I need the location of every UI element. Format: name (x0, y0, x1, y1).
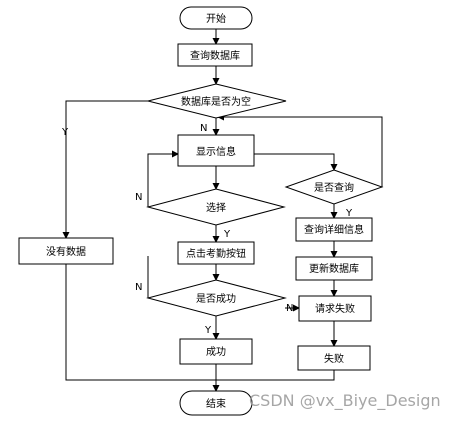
node-query-detail-label: 查询详细信息 (304, 223, 364, 236)
node-fail: 失败 (297, 345, 371, 371)
node-query-detail: 查询详细信息 (295, 217, 373, 242)
label-is-query-yes: Y (345, 208, 353, 219)
node-no-data-label: 没有数据 (46, 245, 86, 258)
edge-isquery-back (217, 113, 383, 187)
label-select-yes: Y (223, 229, 231, 240)
edge-show-isquery (254, 153, 338, 171)
label-db-empty-no: N (200, 123, 207, 134)
label-is-success-no-right: N (286, 303, 293, 314)
node-update-db-label: 更新数据库 (309, 262, 359, 275)
watermark: CSDN @vx_Biye_Design (249, 391, 441, 410)
edge-fail-end (216, 370, 335, 381)
node-db-empty: 数据库是否为空 (147, 83, 287, 119)
edge-labels: N Y Y Y N N N Y (61, 123, 353, 336)
node-request-fail: 请求失败 (298, 295, 372, 322)
node-is-query: 是否查询 (284, 169, 384, 205)
node-select: 选择 (146, 188, 286, 226)
node-success: 成功 (179, 338, 253, 365)
node-success-label: 成功 (206, 346, 226, 358)
node-end: 结束 (179, 390, 253, 416)
node-is-success: 是否成功 (146, 279, 287, 317)
label-is-success-yes: Y (204, 325, 212, 336)
node-update-db: 更新数据库 (295, 256, 373, 281)
label-db-empty-yes: Y (61, 127, 69, 138)
node-request-fail-label: 请求失败 (315, 302, 355, 315)
node-show-info: 显示信息 (177, 134, 255, 167)
node-click-button: 点击考勤按钮 (177, 241, 255, 265)
edge-select-no-back (147, 150, 179, 207)
edge-nodata-end (65, 264, 216, 381)
node-select-label: 选择 (206, 201, 226, 214)
node-fail-label: 失败 (324, 352, 344, 365)
connectors (62, 29, 383, 392)
node-is-success-label: 是否成功 (196, 293, 236, 305)
node-no-data: 没有数据 (18, 237, 114, 265)
node-click-button-label: 点击考勤按钮 (186, 247, 246, 260)
node-start: 开始 (179, 6, 253, 30)
node-end-label: 结束 (206, 397, 226, 410)
node-query-db-label: 查询数据库 (190, 49, 240, 62)
label-is-success-no-left: N (135, 282, 142, 293)
edge-dbempty-nodata (62, 100, 148, 239)
node-query-db: 查询数据库 (177, 43, 253, 67)
node-show-info-label: 显示信息 (196, 145, 236, 158)
node-start-label: 开始 (206, 12, 226, 25)
node-db-empty-label: 数据库是否为空 (181, 95, 251, 108)
label-select-no: N (135, 192, 142, 203)
node-is-query-label: 是否查询 (314, 181, 354, 194)
